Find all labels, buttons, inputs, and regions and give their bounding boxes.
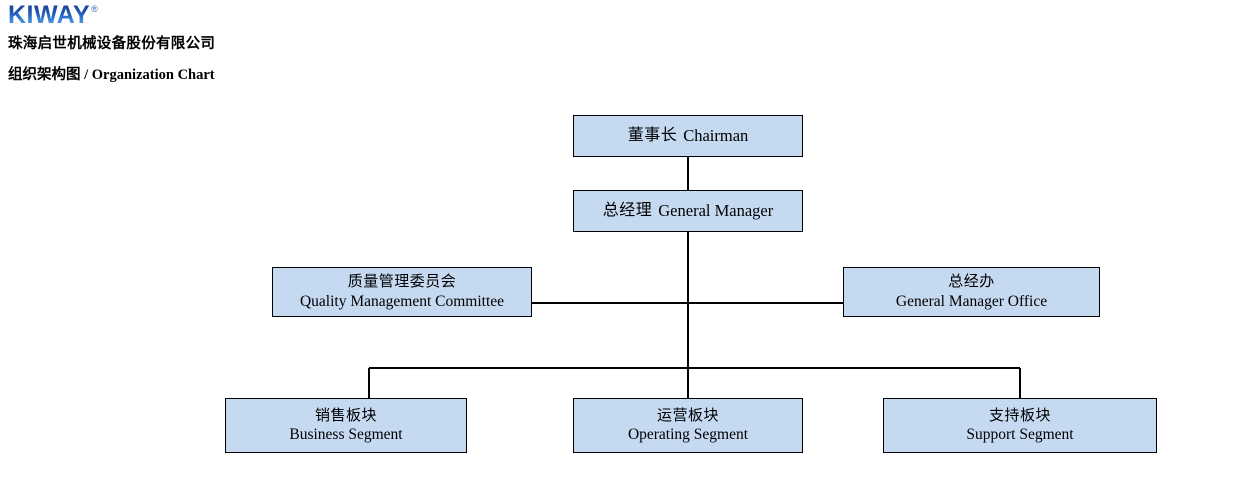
node-chairman-label-en: Chairman [683,126,749,146]
node-operating-segment-label-en: Operating Segment [627,426,749,444]
node-business-segment-label-en: Business Segment [289,426,403,444]
node-support-segment-label-zh: 支持板块 [988,406,1051,424]
node-quality-management-committee-label-zh: 质量管理委员会 [347,273,457,291]
kiway-logo: KIWAY ® [8,1,98,29]
node-general-manager-office-label-zh: 总经办 [948,273,995,291]
node-support-segment[interactable]: 支持板块 Support Segment [883,398,1157,453]
node-chairman[interactable]: 董事长 Chairman [573,115,803,157]
node-general-manager-office-label-en: General Manager Office [895,292,1048,310]
node-quality-management-committee-label-en: Quality Management Committee [299,292,505,310]
node-general-manager-label-en: General Manager [658,201,774,221]
node-operating-segment-label-zh: 运营板块 [656,406,719,424]
page-header: KIWAY ® 珠海启世机械设备股份有限公司 组织架构图 / Organizat… [0,0,1253,95]
node-quality-management-committee[interactable]: 质量管理委员会 Quality Management Committee [272,267,532,317]
page-title-en: Organization Chart [91,67,215,83]
page-title-separator: / [80,67,92,83]
node-general-manager-office[interactable]: 总经办 General Manager Office [843,267,1100,317]
node-support-segment-label-en: Support Segment [966,426,1074,444]
node-operating-segment[interactable]: 运营板块 Operating Segment [573,398,803,453]
node-business-segment[interactable]: 销售板块 Business Segment [225,398,467,453]
kiway-logo-text: KIWAY [8,1,91,29]
registered-trademark-icon: ® [91,4,98,14]
page-title-zh: 组织架构图 [8,67,81,83]
company-name: 珠海启世机械设备股份有限公司 [8,36,216,52]
page-title: 组织架构图 / Organization Chart [8,63,215,84]
node-general-manager-label-zh: 总经理 [602,201,653,219]
node-chairman-label-zh: 董事长 [627,126,678,144]
node-business-segment-label-zh: 销售板块 [314,406,377,424]
node-general-manager[interactable]: 总经理 General Manager [573,190,803,232]
